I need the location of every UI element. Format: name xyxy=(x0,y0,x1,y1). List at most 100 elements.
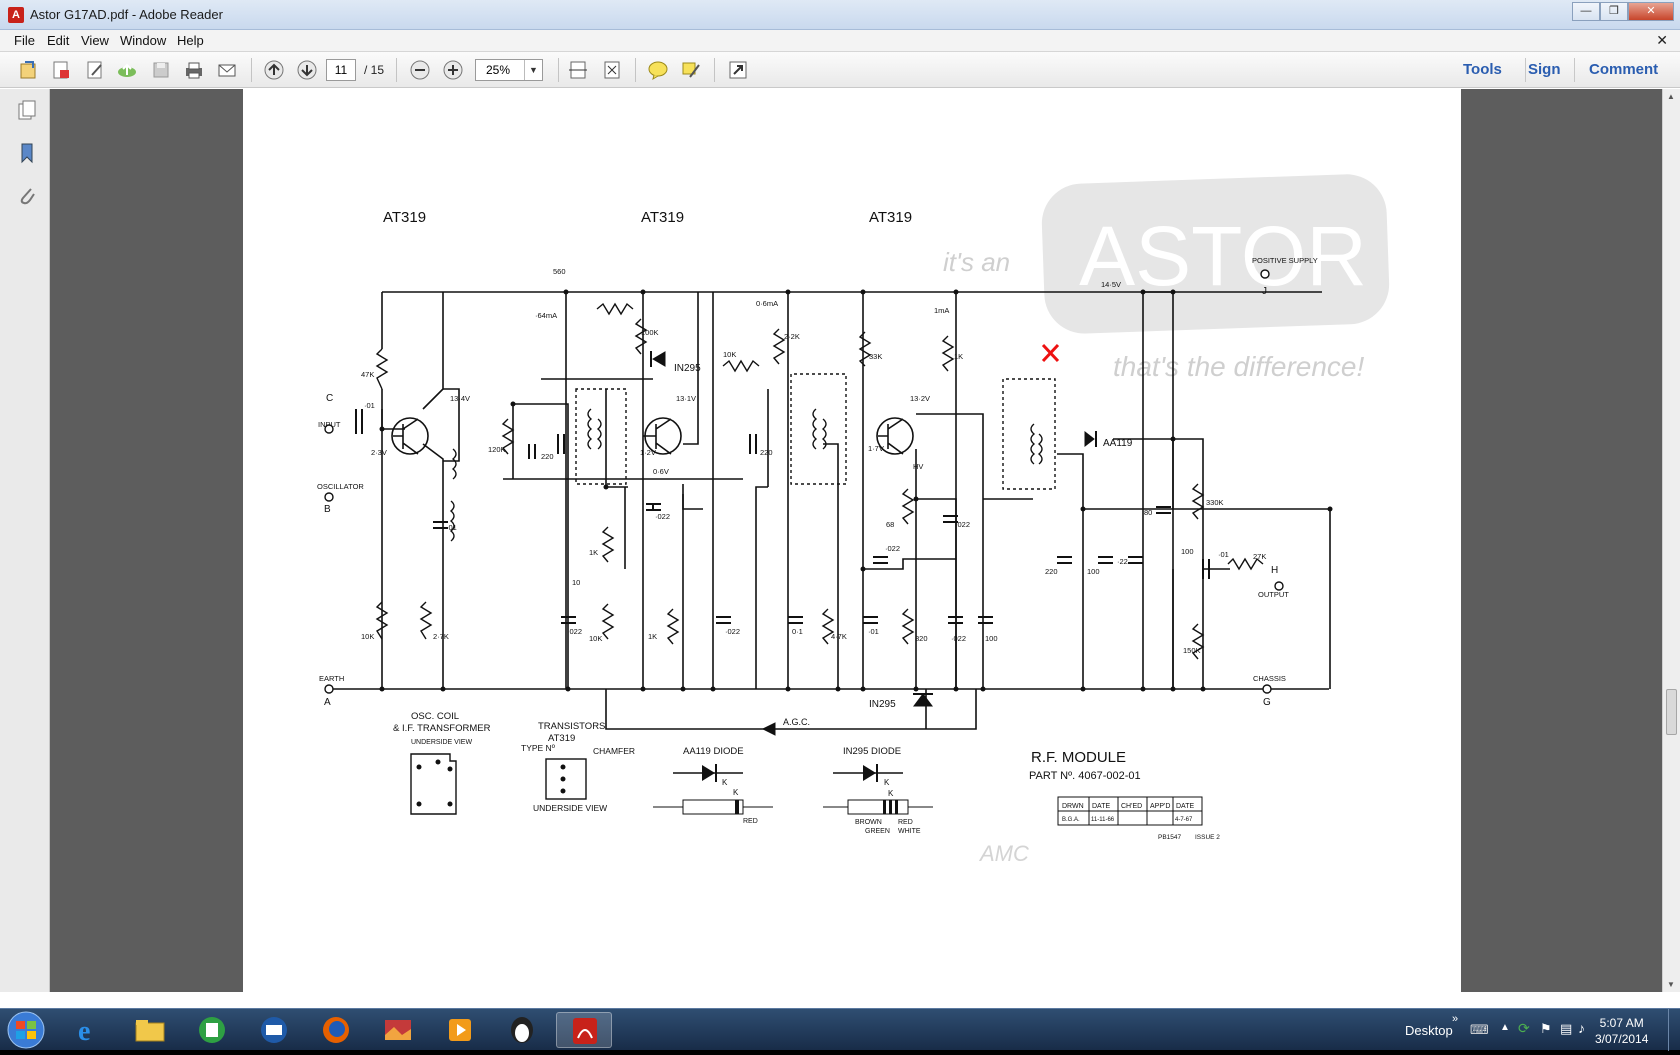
voltage-2: 2·3V xyxy=(371,448,387,457)
vertical-scrollbar[interactable]: ▲ ▼ xyxy=(1662,89,1680,992)
r44-value: 330K xyxy=(1206,498,1224,507)
tb-date-value: 11-11-66 xyxy=(1091,817,1115,823)
internet-explorer-taskbar-icon[interactable]: e xyxy=(60,1012,116,1048)
show-desktop-button[interactable] xyxy=(1668,1009,1680,1051)
save-icon[interactable] xyxy=(150,59,172,81)
legend-aa119-red: RED xyxy=(743,818,758,825)
minimize-button[interactable]: — xyxy=(1572,2,1600,21)
restore-button[interactable]: ❐ xyxy=(1600,2,1628,21)
r42-value: 820 xyxy=(915,634,928,643)
green-app-taskbar-icon[interactable] xyxy=(184,1012,240,1048)
c19-value: 80 xyxy=(1144,508,1152,517)
create-pdf-icon[interactable] xyxy=(50,59,72,81)
legend-aa119: AA119 DIODE xyxy=(683,746,744,757)
scroll-down-icon[interactable]: ▼ xyxy=(1667,980,1675,989)
sign-pane-button[interactable]: Sign xyxy=(1528,61,1561,78)
menu-view[interactable]: View xyxy=(81,33,109,48)
legend-chamfer: CHAMFER xyxy=(593,746,635,756)
open-file-icon[interactable] xyxy=(18,59,40,81)
start-button[interactable] xyxy=(2,1010,50,1050)
c12-value: ·022 xyxy=(885,544,900,553)
email-icon[interactable] xyxy=(216,59,238,81)
menu-file[interactable]: File xyxy=(14,33,35,48)
windows-taskbar: e Desktop » ⌨ ▲ ⟳ ⚑ ▤ ♪ 5:07 AM 3/07/201… xyxy=(0,1008,1680,1051)
expand-icon[interactable] xyxy=(727,59,749,81)
bookmarks-icon[interactable] xyxy=(17,142,37,164)
c1-value: ·01 xyxy=(364,401,375,410)
legend-aa119-diode: AA119 DIODE K K RED xyxy=(653,746,773,825)
tools-pane-button[interactable]: Tools xyxy=(1463,61,1502,78)
scroll-up-icon[interactable]: ▲ xyxy=(1667,92,1675,101)
red-x-annotation xyxy=(1041,343,1060,363)
diode-55-label: IN295 xyxy=(869,699,896,710)
tb-drwn-value: B.G.A. xyxy=(1062,817,1080,823)
terminal-b: B xyxy=(324,504,331,515)
c15-value: 100 xyxy=(985,634,998,643)
attachments-icon[interactable] xyxy=(17,184,37,206)
network-icon[interactable]: ▤ xyxy=(1560,1021,1573,1036)
legend-type-no: TYPE Nº xyxy=(521,743,555,753)
astor-logo-watermark: ASTOR it's an that's the difference! xyxy=(943,174,1390,382)
firefox-taskbar-icon[interactable] xyxy=(308,1012,364,1048)
highlight-text-icon[interactable] xyxy=(680,59,702,81)
svg-text:e: e xyxy=(78,1016,90,1045)
penguin-app-taskbar-icon[interactable] xyxy=(494,1012,550,1048)
r45-value: 150K xyxy=(1183,646,1201,655)
menu-edit[interactable]: Edit xyxy=(47,33,70,48)
voltage-3: 13·1V xyxy=(676,394,696,403)
fit-page-icon[interactable] xyxy=(601,59,623,81)
adobe-reader-taskbar-icon[interactable] xyxy=(556,1012,612,1048)
comment-pane-button[interactable]: Comment xyxy=(1589,61,1659,78)
terminal-a: A xyxy=(324,697,331,708)
sync-icon[interactable]: ⟳ xyxy=(1518,1020,1530,1036)
close-document-icon[interactable]: ✕ xyxy=(1656,32,1668,48)
legend-transistors: TRANSISTORS AT319 TYPE Nº CHAMFER UNDERS… xyxy=(521,721,635,813)
chevron-down-icon[interactable]: ▼ xyxy=(524,60,542,80)
print-icon[interactable] xyxy=(183,59,205,81)
r30-value: 10K xyxy=(723,350,736,359)
terminal-g: G xyxy=(1263,697,1271,708)
photo-app-taskbar-icon[interactable] xyxy=(370,1012,426,1048)
title-block-amc: AMC xyxy=(978,841,1029,866)
desktop-toolbar-label[interactable]: Desktop xyxy=(1405,1023,1453,1038)
fit-width-icon[interactable] xyxy=(567,59,589,81)
zoom-in-icon[interactable] xyxy=(442,59,464,81)
c14-value: ·022 xyxy=(951,634,966,643)
legend-brown: BROWN xyxy=(855,819,882,826)
zoom-level-select[interactable]: 25% ▼ xyxy=(475,59,543,81)
supply-voltage: 14·5V xyxy=(1101,280,1121,289)
scrollbar-thumb[interactable] xyxy=(1666,689,1677,735)
zoom-out-icon[interactable] xyxy=(409,59,431,81)
chevron-right-icon[interactable]: » xyxy=(1452,1013,1459,1025)
document-viewer[interactable]: ASTOR it's an that's the difference! xyxy=(50,89,1662,992)
action-center-icon[interactable]: ⚑ xyxy=(1540,1021,1552,1036)
legend-tr-sub: UNDERSIDE VIEW xyxy=(533,803,607,813)
sticky-note-icon[interactable] xyxy=(647,59,669,81)
show-hidden-icons-icon[interactable]: ▲ xyxy=(1500,1022,1510,1033)
zoom-level-value: 25% xyxy=(486,63,511,77)
email-client-taskbar-icon[interactable] xyxy=(246,1012,302,1048)
next-page-icon[interactable] xyxy=(296,59,318,81)
volume-icon[interactable]: ♪ xyxy=(1578,1020,1585,1036)
terminal-c: C xyxy=(326,393,333,404)
transistor-label-2: AT319 xyxy=(641,209,684,226)
edit-pdf-icon[interactable] xyxy=(84,59,106,81)
r27-value: 10K xyxy=(361,632,374,641)
page-thumbnails-icon[interactable] xyxy=(17,100,37,122)
c22-value: ·01 xyxy=(1218,550,1229,559)
cloud-upload-icon[interactable] xyxy=(116,59,138,81)
r26-value: 47K xyxy=(361,370,374,379)
page-number-input[interactable]: 11 xyxy=(326,59,356,81)
positive-supply-label: POSITIVE SUPPLY xyxy=(1252,256,1318,265)
system-clock[interactable]: 5:07 AM 3/07/2014 xyxy=(1595,1015,1648,1047)
previous-page-icon[interactable] xyxy=(263,59,285,81)
menu-help[interactable]: Help xyxy=(177,33,204,48)
media-player-taskbar-icon[interactable] xyxy=(432,1012,488,1048)
c4-value: ·022 xyxy=(567,627,582,636)
current-2: 0·6mA xyxy=(756,299,778,308)
keyboard-icon[interactable]: ⌨ xyxy=(1470,1022,1489,1037)
menu-window[interactable]: Window xyxy=(120,33,167,48)
close-button[interactable]: ✕ xyxy=(1628,2,1674,21)
file-explorer-taskbar-icon[interactable] xyxy=(122,1012,178,1048)
r34-value: 100K xyxy=(641,328,659,337)
